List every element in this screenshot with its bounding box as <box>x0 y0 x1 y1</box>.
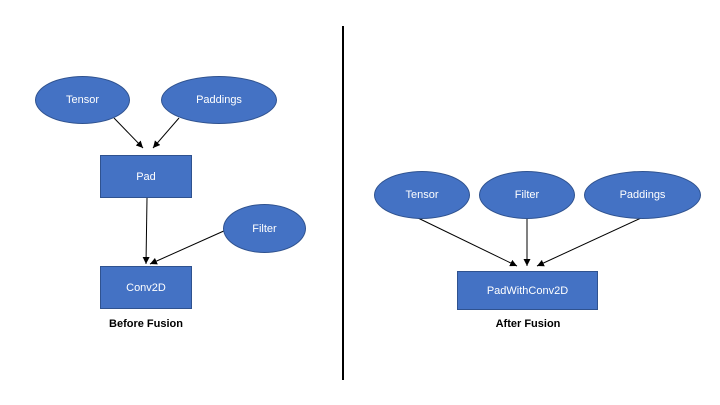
edge-tensor-to-fused <box>417 217 518 267</box>
edge-tensor-to-pad <box>113 117 144 149</box>
pad-label: Pad <box>136 170 156 183</box>
paddings-label: Paddings <box>619 189 666 201</box>
edge-pad-to-conv2d <box>142 197 150 265</box>
pad-with-conv2d-label: PadWithConv2D <box>486 284 569 297</box>
filter-label: Filter <box>252 222 277 235</box>
after-fusion-caption: After Fusion <box>495 318 561 330</box>
paddings-label: Paddings <box>196 94 242 106</box>
edge-filter-to-conv2d <box>149 229 227 265</box>
edge-paddings-to-pad <box>152 117 180 149</box>
pad-node: Pad <box>100 155 192 198</box>
paddings-node-before: Paddings <box>161 76 277 124</box>
paddings-node-after: Paddings <box>584 171 701 219</box>
before-fusion-caption: Before Fusion <box>109 318 183 330</box>
filter-node-after: Filter <box>479 171 575 219</box>
tensor-label: Tensor <box>405 189 439 201</box>
edge-paddings-to-fused <box>536 217 642 267</box>
filter-node-before: Filter <box>223 204 306 253</box>
conv2d-node: Conv2D <box>100 266 192 309</box>
pad-with-conv2d-node: PadWithConv2D <box>457 271 598 310</box>
tensor-node-after: Tensor <box>374 171 470 219</box>
conv2d-label: Conv2D <box>126 281 166 294</box>
tensor-label: Tensor <box>65 94 100 106</box>
tensor-node-before: Tensor <box>35 76 130 124</box>
filter-label: Filter <box>514 189 540 201</box>
